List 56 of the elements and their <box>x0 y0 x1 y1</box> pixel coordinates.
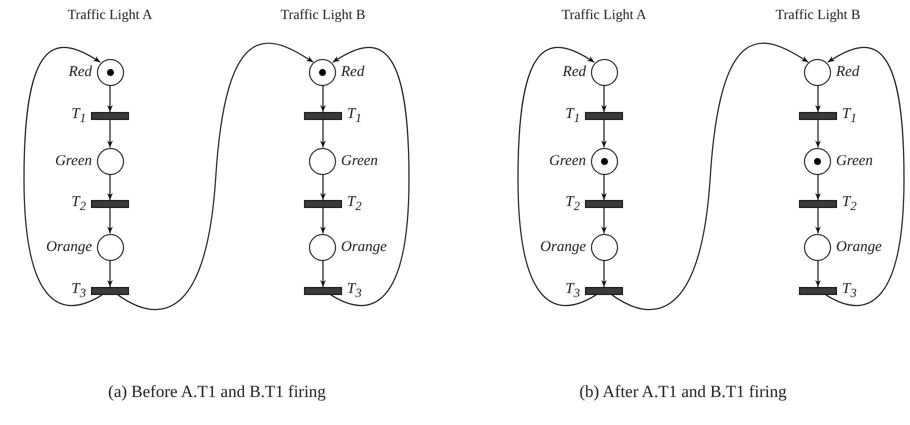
arrow <box>601 120 607 148</box>
arrow <box>330 47 410 306</box>
arrow <box>601 86 607 112</box>
arrow <box>23 47 102 306</box>
place-label: Green <box>549 152 586 170</box>
transition-label: T$_{1}$ <box>842 105 857 127</box>
transition-label: T$_{1}$ <box>565 105 580 127</box>
place-label: Orange <box>540 238 586 256</box>
arrow <box>826 47 905 306</box>
figure-caption: (b) After A.T1 and B.T1 firing <box>579 382 787 402</box>
arrow <box>601 260 607 287</box>
transition-label: T$_{3}$ <box>565 280 580 302</box>
arrow <box>320 260 326 287</box>
arrow <box>815 208 821 234</box>
arrow <box>517 47 596 306</box>
arrow <box>107 120 113 148</box>
transition-label: T$_{2}$ <box>71 193 86 215</box>
transition-label: T$_{3}$ <box>842 280 857 302</box>
arrow <box>601 174 607 200</box>
place-label: Green <box>836 152 873 170</box>
transition-label: T$_{3}$ <box>71 280 86 302</box>
place-label: Orange <box>836 238 882 256</box>
arrow <box>320 208 326 234</box>
panel-heading: Traffic Light A <box>68 8 152 24</box>
arrow <box>612 42 809 310</box>
figure-caption: (a) Before A.T1 and B.T1 firing <box>108 382 326 402</box>
arrow <box>320 174 326 200</box>
panel-heading: Traffic Light A <box>562 8 646 24</box>
transition-label: T$_{2}$ <box>842 193 857 215</box>
place-label: Red <box>68 63 92 81</box>
transition-label: T$_{2}$ <box>565 193 580 215</box>
place-label: Green <box>341 152 378 170</box>
arrow <box>320 120 326 148</box>
arrow <box>815 120 821 148</box>
arrow <box>320 86 326 112</box>
arrow <box>815 174 821 200</box>
panel-heading: Traffic Light B <box>776 8 860 24</box>
arrow <box>107 86 113 112</box>
place-label: Orange <box>341 238 387 256</box>
transition-label: T$_{1}$ <box>347 105 362 127</box>
place-label: Orange <box>46 238 92 256</box>
transition-label: T$_{1}$ <box>71 105 86 127</box>
arrow <box>107 260 113 287</box>
place-label: Green <box>55 152 92 170</box>
arrow <box>107 208 113 234</box>
panel-heading: Traffic Light B <box>280 8 366 24</box>
place-label: Red <box>836 63 860 81</box>
arrow <box>107 174 113 200</box>
place-label: Red <box>341 63 364 81</box>
arrow <box>118 42 314 310</box>
place-label: Red <box>562 63 586 81</box>
transition-label: T$_{3}$ <box>347 280 362 302</box>
arrow <box>815 260 821 287</box>
transition-label: T$_{2}$ <box>347 193 362 215</box>
arrow <box>601 208 607 234</box>
arrow <box>815 86 821 112</box>
